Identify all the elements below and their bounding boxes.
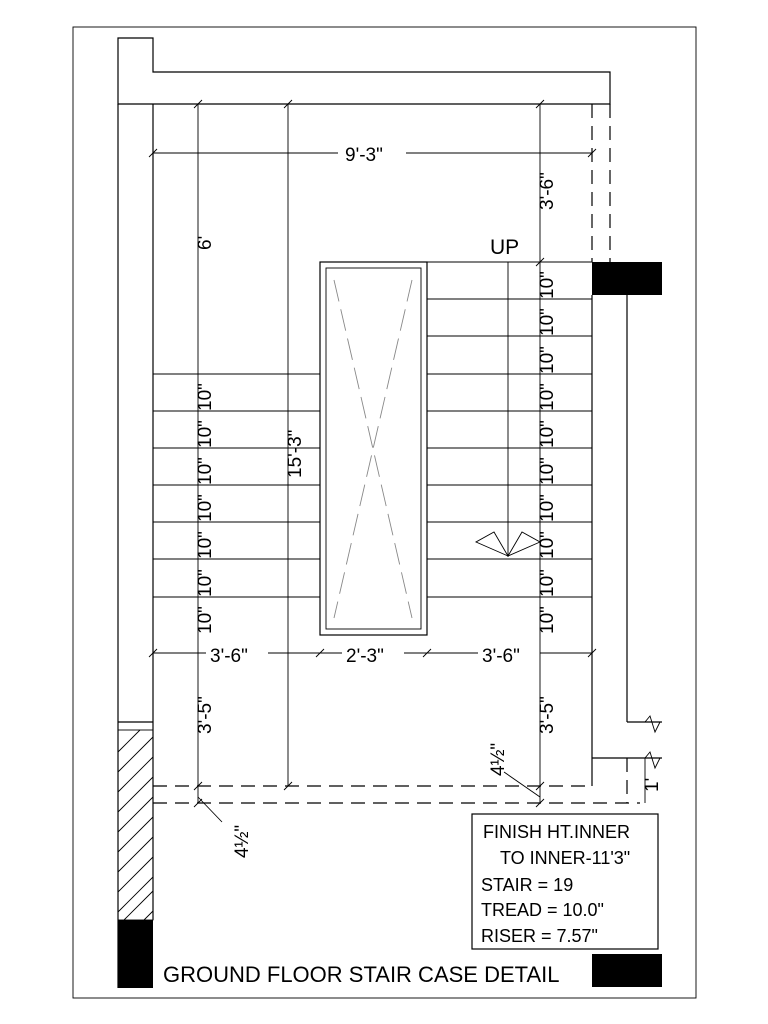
- up-arrow-icon: [474, 262, 542, 557]
- right-column-block: [592, 262, 662, 295]
- up-label: UP: [490, 236, 519, 259]
- stair-well-inner: [325, 267, 422, 630]
- notes-box: [471, 813, 659, 950]
- dim-well-width: 2'-3": [346, 646, 384, 667]
- svg-text:10": 10": [537, 271, 558, 299]
- dim-overall-width-text: 9'-3": [345, 145, 383, 166]
- top-wall: [117, 37, 611, 105]
- drawing-title: GROUND FLOOR STAIR CASE DETAIL: [163, 962, 559, 987]
- svg-text:10": 10": [195, 494, 216, 522]
- dim-left-landing: [193, 99, 203, 374]
- dim-left-treads: 10" 10" 10" 10" 10" 10" 10": [195, 374, 216, 635]
- note-line-4: TREAD = 10.0": [481, 900, 604, 920]
- right-flight-treads: [427, 261, 592, 598]
- svg-text:10": 10": [195, 383, 216, 411]
- dim-bottom-left-width: 3'-6": [210, 646, 248, 667]
- svg-text:10": 10": [537, 383, 558, 411]
- svg-text:10": 10": [537, 531, 558, 559]
- stair-well-outer: [319, 261, 428, 636]
- sheet-border: [72, 26, 697, 999]
- left-column-block: [118, 920, 153, 988]
- svg-text:10": 10": [537, 569, 558, 597]
- leader-right: [503, 771, 541, 798]
- svg-text:10": 10": [195, 531, 216, 559]
- dim-wall-thickness-right: 4½": [488, 743, 509, 776]
- svg-text:10": 10": [537, 420, 558, 448]
- dim-overall-width: [148, 140, 597, 166]
- dim-flight-length: [283, 99, 293, 791]
- svg-text:10": 10": [537, 346, 558, 374]
- note-line-5: RISER = 7.57": [481, 926, 598, 946]
- well-cross-2: [333, 279, 413, 619]
- title-block-mark: [592, 954, 662, 987]
- note-line-1: FINISH HT.INNER: [483, 822, 630, 842]
- dim-left-landing-text: 6': [195, 236, 216, 250]
- svg-text:10": 10": [537, 457, 558, 485]
- leader-left: [197, 796, 223, 823]
- well-cross-1: [333, 279, 413, 619]
- svg-text:10": 10": [195, 420, 216, 448]
- svg-text:10": 10": [195, 606, 216, 634]
- dim-right-treads: 10" 10" 10" 10" 10" 10" 10" 10" 10" 10": [537, 262, 558, 635]
- left-wall-hatch: [117, 729, 154, 921]
- note-line-3: STAIR = 19: [481, 875, 573, 895]
- dim-wall-thickness-left: 4½": [232, 825, 253, 858]
- svg-text:10": 10": [195, 457, 216, 485]
- note-line-2: TO INNER-11'3": [500, 848, 630, 868]
- break-line: [644, 715, 661, 734]
- svg-text:10": 10": [537, 308, 558, 336]
- dim-bottom-depths: [193, 635, 545, 808]
- svg-text:10": 10": [537, 494, 558, 522]
- dim-bottom-row: [148, 642, 597, 670]
- dim-bottom-left-depth: 3'-5": [195, 696, 216, 734]
- svg-text:10": 10": [537, 606, 558, 634]
- svg-text:10": 10": [195, 569, 216, 597]
- dim-flight-length-text: 15'-3": [285, 430, 306, 478]
- dim-slab-right-text: 1': [642, 778, 663, 792]
- dim-right-landing-text: 3'-6": [537, 172, 558, 210]
- dim-bottom-right-depth: 3'-5": [537, 696, 558, 734]
- left-flight-treads: [153, 373, 320, 598]
- dim-bottom-right-width: 3'-6": [482, 646, 520, 667]
